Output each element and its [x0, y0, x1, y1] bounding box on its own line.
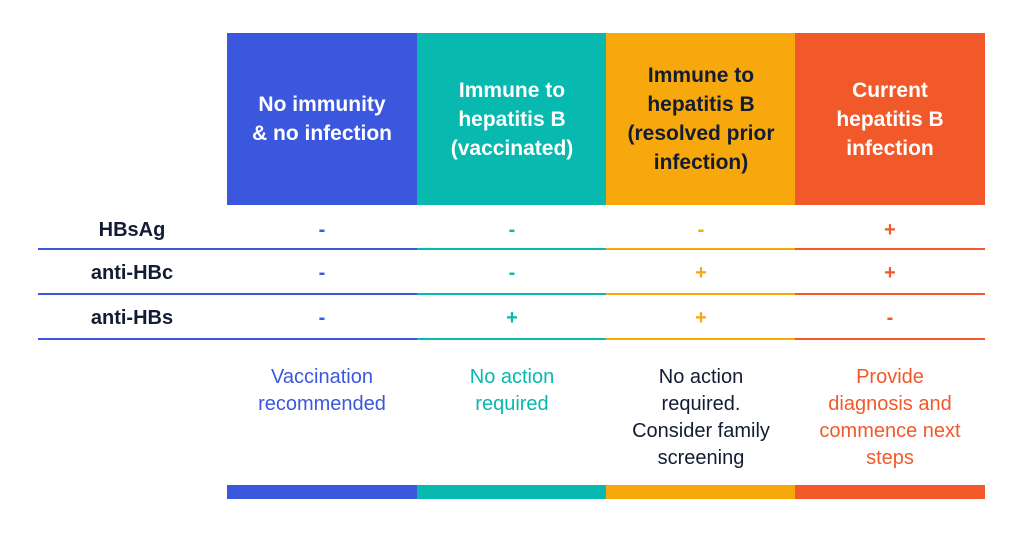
row-divider [606, 338, 795, 340]
row-divider [795, 293, 985, 295]
row-label-hbsag: HBsAg [98, 218, 166, 241]
row-label-anti-hbc: anti-HBc [90, 261, 174, 284]
row-divider [795, 248, 985, 250]
row-divider [417, 338, 606, 340]
header-resolved-text: Immune to hepatitis B (resolved prior in… [627, 64, 775, 174]
row-divider [417, 248, 606, 250]
row-divider [606, 293, 795, 295]
note-resolved: No action required. Consider family scre… [632, 366, 770, 469]
cell-hbsag-current: + [884, 218, 896, 241]
cell-hbsag-resolved: - [697, 218, 705, 241]
note-no-immunity: Vaccination recommended [258, 366, 386, 415]
footer-bar-teal [417, 485, 606, 499]
cell-antihbs-vaccinated: + [506, 306, 518, 329]
header-resolved: Immune to hepatitis B (resolved prior in… [606, 33, 796, 205]
row-label-anti-hbs: anti-HBs [90, 306, 174, 329]
footer-bar-blue [227, 485, 417, 499]
cell-antihbc-resolved: + [695, 261, 707, 284]
header-current-infection: Current hepatitis B infection [795, 33, 985, 205]
header-current-infection-text: Current hepatitis B infection [836, 78, 944, 160]
cell-antihbc-vaccinated: - [508, 261, 516, 284]
header-no-immunity-text: No immunity & no infection [252, 93, 392, 145]
footer-bar-amber [606, 485, 795, 499]
cell-antihbs-no-immunity: - [318, 306, 326, 329]
cell-antihbc-current: + [884, 261, 896, 284]
row-divider [417, 293, 606, 295]
cell-hbsag-vaccinated: - [508, 218, 516, 241]
cell-antihbs-current: - [886, 306, 894, 329]
header-no-immunity: No immunity & no infection [227, 33, 417, 205]
cell-antihbs-resolved: + [695, 306, 707, 329]
header-vaccinated: Immune to hepatitis B (vaccinated) [417, 33, 607, 205]
row-divider [795, 338, 985, 340]
note-current-infection: Provide diagnosis and commence next step… [819, 366, 961, 469]
row-divider [38, 338, 417, 340]
row-divider [606, 248, 795, 250]
cell-hbsag-no-immunity: - [318, 218, 326, 241]
cell-antihbc-no-immunity: - [318, 261, 326, 284]
row-divider [38, 293, 417, 295]
footer-bar-orange [795, 485, 985, 499]
header-vaccinated-text: Immune to hepatitis B (vaccinated) [450, 78, 574, 160]
row-divider [38, 248, 417, 250]
note-vaccinated: No action required [469, 366, 555, 415]
